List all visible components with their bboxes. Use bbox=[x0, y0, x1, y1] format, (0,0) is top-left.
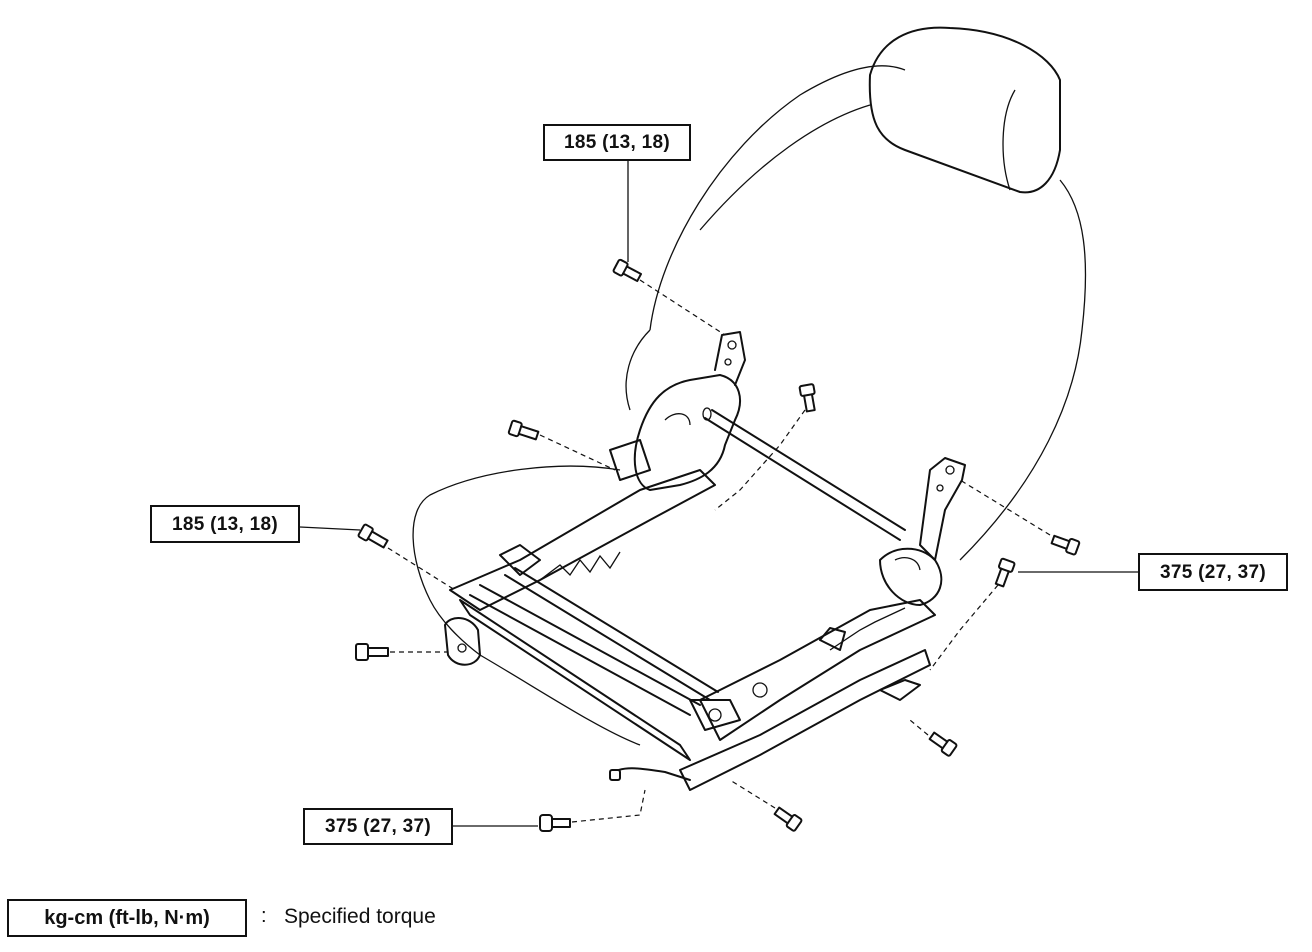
bolt-right-lower bbox=[928, 731, 958, 757]
leader-lines bbox=[299, 158, 1138, 827]
cross-tube-upper bbox=[702, 407, 906, 541]
rear-cross-tube bbox=[504, 567, 719, 701]
legend-description: Specified torque bbox=[284, 905, 436, 928]
front-cross-bar bbox=[469, 584, 701, 716]
bolt-left-lower bbox=[355, 643, 389, 661]
left-lower-bracket bbox=[444, 617, 481, 666]
torque-label-right: 375 (27, 37) bbox=[1138, 553, 1288, 591]
install-lines bbox=[387, 279, 1051, 823]
right-rail bbox=[679, 599, 936, 791]
bolt-top-upper bbox=[612, 258, 643, 283]
headrest bbox=[868, 26, 1061, 194]
bolt-bottom-center bbox=[773, 806, 803, 832]
torque-label-left: 185 (13, 18) bbox=[150, 505, 300, 543]
seat-back bbox=[625, 65, 1087, 561]
bolt-right-upper bbox=[1050, 534, 1081, 556]
torque-label-bottom: 375 (27, 37) bbox=[303, 808, 453, 845]
left-rail bbox=[449, 439, 716, 761]
bolt-right-375 bbox=[994, 557, 1016, 588]
bolt-center-upper bbox=[798, 383, 816, 413]
seat-cushion bbox=[412, 465, 641, 746]
bolt-left-185 bbox=[357, 523, 389, 549]
torque-label-top: 185 (13, 18) bbox=[543, 124, 691, 161]
legend-separator: : bbox=[261, 905, 267, 927]
bolt-bottom-375 bbox=[539, 814, 571, 832]
bolt-left-mid bbox=[507, 419, 540, 441]
slide-lever bbox=[609, 767, 691, 781]
left-recliner-plate bbox=[633, 331, 746, 491]
right-recliner-plate bbox=[879, 457, 966, 606]
legend-units-box: kg-cm (ft-lb, N·m) bbox=[7, 899, 247, 937]
bolts bbox=[355, 258, 1081, 832]
